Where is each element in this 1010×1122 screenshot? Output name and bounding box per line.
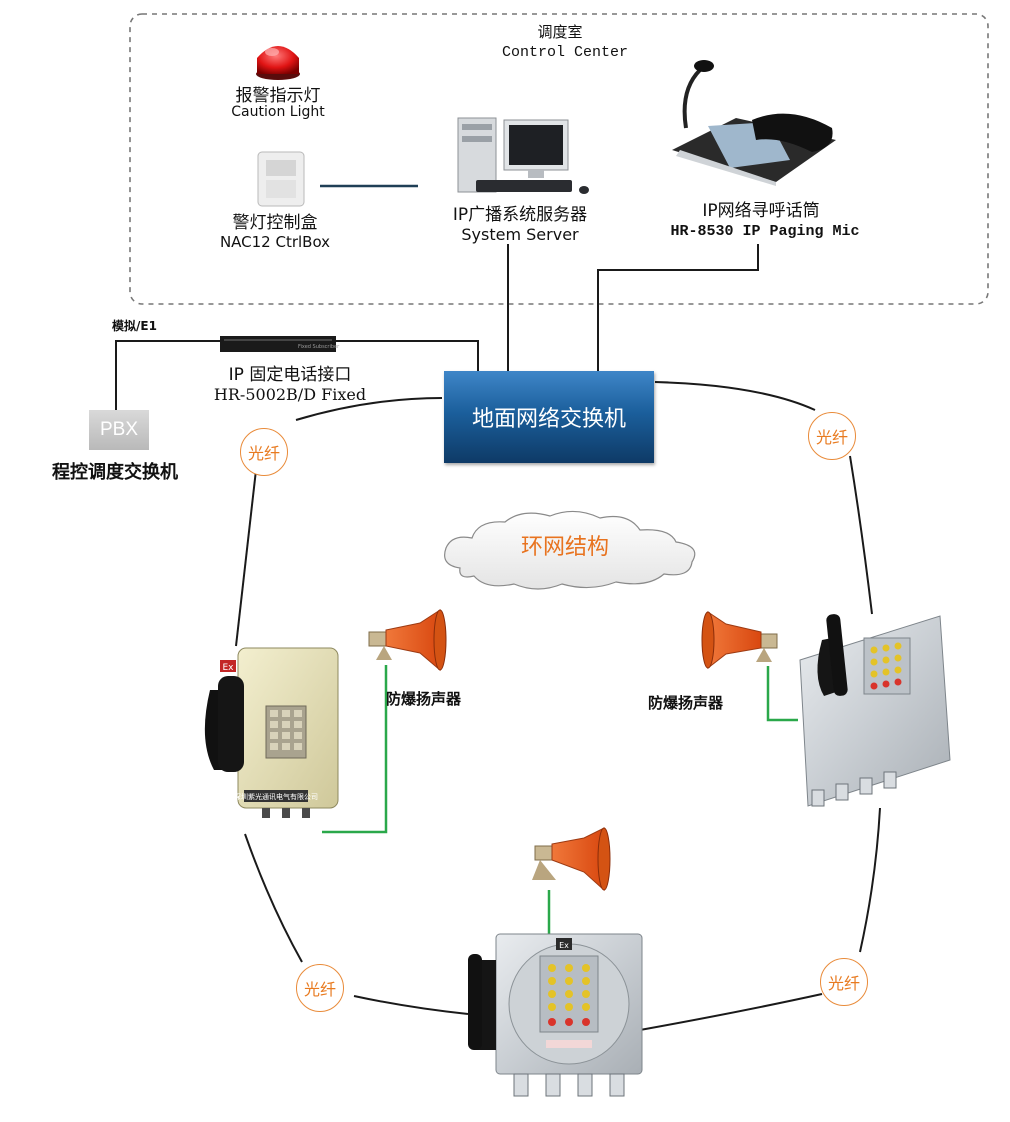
ctrl-box-label-en: NAC12 CtrlBox	[219, 233, 331, 251]
phone-left-icon: Ex 深圳紫光通讯电气有限公司	[204, 647, 339, 818]
speaker-left-label: 防爆扬声器	[386, 690, 462, 708]
server-label-en: System Server	[461, 225, 579, 244]
caution-light-label-en: Caution Light	[231, 104, 325, 120]
fiber-right-phone	[849, 455, 873, 615]
ring-structure-label: 环网结构	[520, 535, 609, 560]
ring-cloud-shape	[444, 510, 696, 590]
speaker-left-link	[322, 665, 388, 834]
interface-device-text: Fixed Subscriber	[298, 344, 340, 350]
fiber-badge-right-bottom: 光纤	[820, 958, 868, 1006]
mic-switch-link	[597, 244, 759, 371]
fiber-right-bottom-upper	[859, 807, 881, 953]
ctrl-box-label-cn: 警灯控制盒	[232, 213, 318, 233]
network-switch-box: 地面网络交换机	[444, 371, 654, 463]
fiber-switch-right	[654, 381, 816, 411]
network-switch-label: 地面网络交换机	[471, 407, 626, 432]
control-center-boundary	[129, 13, 989, 305]
paging-mic-icon	[672, 60, 836, 186]
phone-left-brand-text: 深圳紫光通讯电气有限公司	[234, 792, 318, 801]
speaker-right-icon	[701, 611, 778, 670]
control-center-title-cn: 调度室	[537, 23, 583, 41]
pbx-label-cn: 程控调度交换机	[52, 462, 178, 483]
server-label-cn: IP广播系统服务器	[452, 205, 588, 225]
fiber-badge-left-bottom: 光纤	[296, 964, 344, 1012]
fiber-switch-left	[295, 397, 443, 421]
speaker-links	[322, 665, 798, 936]
interface-label-en: HR-5002B/D Fixed	[213, 385, 367, 404]
fiber-left-phone	[235, 469, 257, 647]
fiber-badge-right-top: 光纤	[808, 412, 856, 460]
speaker-right-link	[766, 666, 798, 722]
pbx-box: PBX	[89, 410, 149, 450]
ip-phone-interface-icon: Fixed Subscriber	[220, 336, 340, 352]
caution-light-icon	[256, 46, 300, 80]
analog-link-label: 模拟/E1	[112, 319, 157, 333]
control-center-title-en: Control Center	[501, 44, 629, 61]
caution-light-label-cn: 报警指示灯	[235, 86, 321, 106]
ctrl-box-icon	[257, 151, 305, 207]
fiber-left-bottom-upper	[244, 833, 303, 963]
speaker-right-label: 防爆扬声器	[648, 694, 724, 712]
server-pc-icon	[457, 117, 589, 194]
phone-bottom-ex-mark: Ex	[559, 941, 569, 950]
speaker-bottom-icon	[532, 827, 611, 892]
interface-label-cn: IP 固定电话接口	[228, 365, 352, 385]
fiber-left-bottom-lower	[353, 995, 469, 1015]
phone-right-icon	[799, 614, 951, 807]
fiber-badge-left-top: 光纤	[240, 428, 288, 476]
connection-lines	[115, 184, 881, 1031]
fiber-right-bottom-lower	[639, 993, 823, 1031]
phone-bottom-icon: Ex	[468, 933, 643, 1097]
pbx-interface-link	[115, 340, 220, 410]
paging-mic-label-cn: IP网络寻呼话筒	[702, 201, 820, 221]
phone-left-ex-mark: Ex	[222, 663, 234, 673]
interface-switch-link	[336, 340, 479, 371]
pbx-box-text: PBX	[99, 419, 139, 440]
speaker-left-icon	[368, 609, 447, 672]
paging-mic-label-en: HR-8530 IP Paging Mic	[670, 223, 860, 240]
